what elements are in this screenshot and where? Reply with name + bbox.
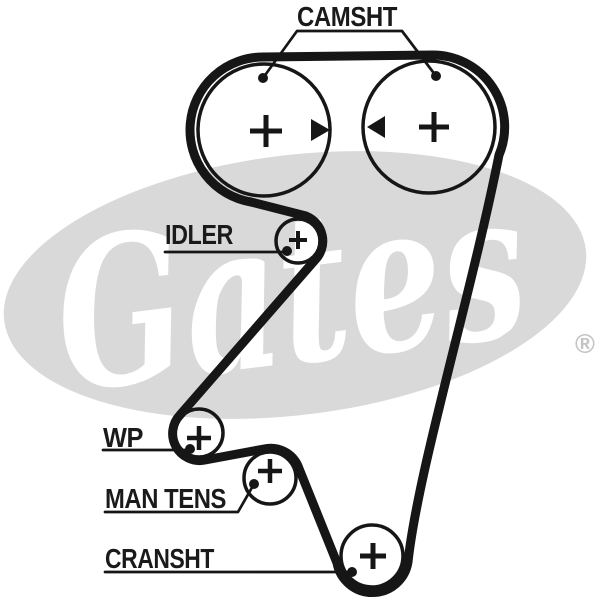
tensioner-leader-dot	[249, 479, 259, 489]
water-pump-leader-dot	[185, 444, 195, 454]
tensioner-pulley	[242, 450, 298, 506]
tensioner-plus-icon	[258, 459, 282, 483]
timing-arrow-left-icon	[367, 116, 385, 138]
camshaft-leader-line	[261, 29, 438, 80]
timing-arrow-right-icon	[311, 119, 330, 141]
camshaft-right-plus-icon	[419, 112, 449, 142]
crankshaft-pulley	[339, 523, 405, 589]
camshaft-label: CAMSHT	[297, 1, 397, 32]
manual-tensioner-label: MAN TENS	[105, 483, 226, 514]
labels: CAMSHT IDLER WP MAN TENS CRANSHT	[103, 1, 398, 574]
timing-belt-path	[168, 50, 510, 597]
idler-label: IDLER	[165, 219, 233, 250]
idler-leader-dot	[282, 246, 292, 256]
camshaft-left-leader-dot	[258, 73, 268, 83]
water-pump-pulley	[173, 407, 225, 459]
timing-belt	[168, 50, 510, 597]
camshaft-right-pulley	[361, 59, 497, 195]
gates-watermark: Gates ®	[3, 144, 595, 439]
idler-pulley	[274, 217, 322, 265]
water-pump-label: WP	[103, 422, 143, 453]
camshaft-left-plus-icon	[250, 115, 282, 147]
idler-plus-icon	[289, 231, 307, 249]
tensioner-leader-line	[103, 482, 256, 514]
crankshaft-label: CRANSHT	[105, 543, 214, 574]
pulley-marks	[187, 112, 449, 569]
camshaft-right-leader-dot	[431, 71, 441, 81]
crankshaft-plus-icon	[360, 543, 386, 569]
registered-trademark-icon: ®	[575, 329, 595, 359]
leader-lines	[101, 29, 441, 577]
water-pump-plus-icon	[187, 426, 211, 450]
crankshaft-leader-dot	[347, 567, 357, 577]
